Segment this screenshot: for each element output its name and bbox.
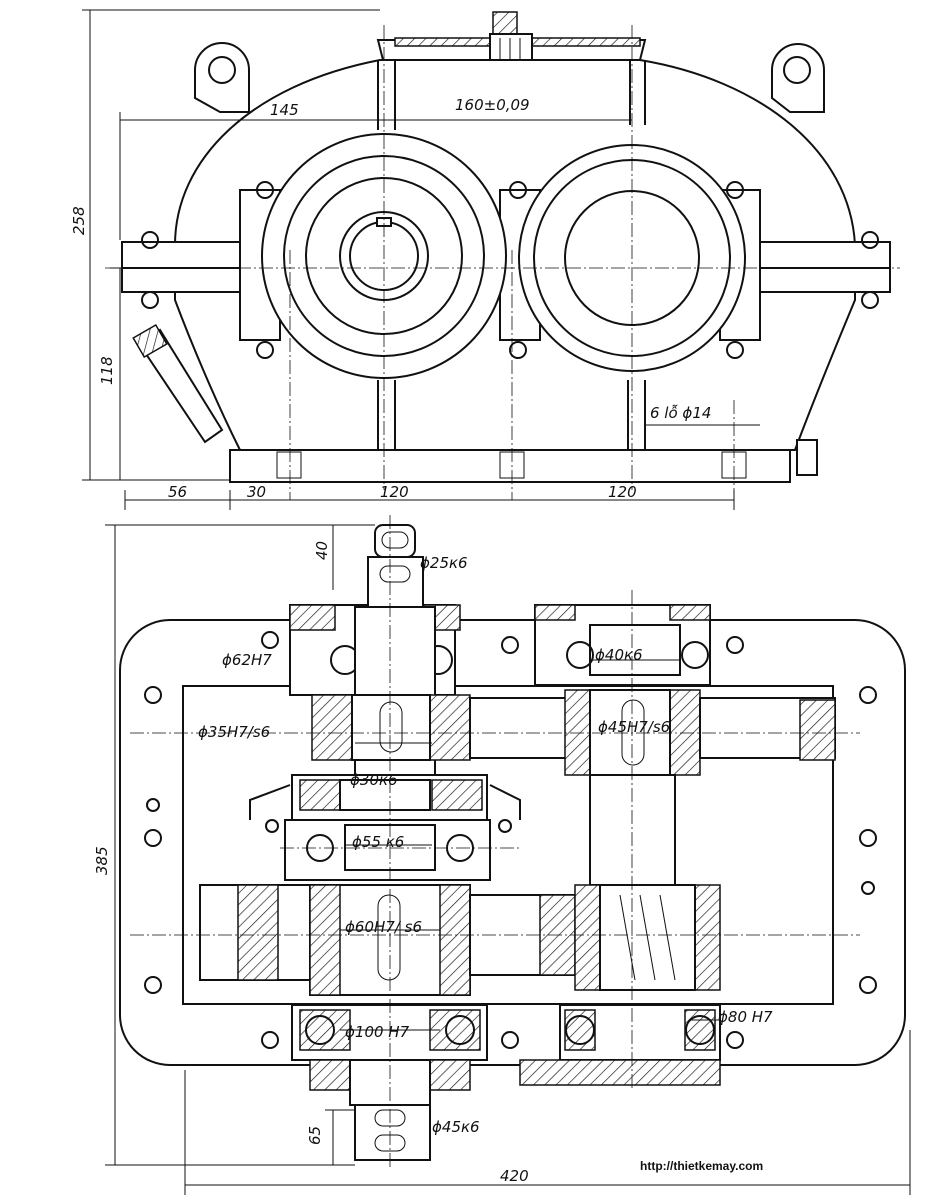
- dim-d62h7: ϕ62H7: [222, 651, 272, 669]
- low-speed-gear-pair: [199, 884, 721, 996]
- dim-160: 160±0,09: [455, 96, 530, 114]
- dim-118: 118: [98, 356, 116, 385]
- dim-258: 258: [70, 206, 88, 235]
- elevation-dimensions: [82, 9, 760, 510]
- breather-plug: [489, 11, 533, 65]
- dim-420: 420: [500, 1167, 529, 1185]
- dim-d55k6: ϕ55 к6: [352, 833, 404, 851]
- intermediate-shaft-bearing: [534, 604, 711, 686]
- dim-d35h7s6: ϕ35H7/s6: [198, 723, 270, 741]
- elevation-view: 145 160±0,09 258 118 56 30 120 120 6 lỗ …: [70, 9, 900, 510]
- dim-120-right: 120: [608, 483, 637, 501]
- dim-d40k6: ϕ40к6: [595, 646, 643, 664]
- dim-d100h7: ϕ100 H7: [345, 1023, 410, 1041]
- dim-56: 56: [168, 483, 187, 501]
- flange-holes: [144, 631, 877, 1049]
- plan-section-view: 40 ϕ25к6 ϕ62H7 ϕ40к6 ϕ35H7/s6 ϕ45H7/s6 ϕ…: [93, 515, 911, 1195]
- flange-bolts: [141, 181, 879, 359]
- intermediate-shaft: [589, 774, 676, 886]
- dim-120-left: 120: [380, 483, 409, 501]
- dim-bolt-holes: 6 lỗ ϕ14: [650, 404, 711, 422]
- dim-d45k6: ϕ45к6: [432, 1118, 480, 1136]
- lifting-eye-left: [194, 42, 250, 113]
- dim-d25k6: ϕ25к6: [420, 554, 468, 572]
- dim-385: 385: [93, 846, 111, 875]
- dim-d30k6: ϕ30к6: [350, 771, 398, 789]
- plan-dimensions: [105, 524, 911, 1195]
- dim-30: 30: [247, 483, 266, 501]
- drain-plug: [796, 439, 818, 476]
- watermark-url: http://thietkemay.com: [640, 1159, 763, 1173]
- dim-d60h7s6: ϕ60H7/ s6: [345, 918, 422, 936]
- high-speed-gear-pair: [311, 689, 836, 776]
- dim-d80h7: ϕ80 H7: [718, 1008, 773, 1026]
- dim-145: 145: [270, 101, 299, 119]
- lifting-eye-right: [771, 43, 825, 113]
- dim-d45h7s6: ϕ45H7/s6: [598, 718, 670, 736]
- dim-40-shaft-length: 40: [313, 541, 331, 560]
- housing-base: [229, 449, 791, 483]
- dim-65: 65: [306, 1126, 324, 1145]
